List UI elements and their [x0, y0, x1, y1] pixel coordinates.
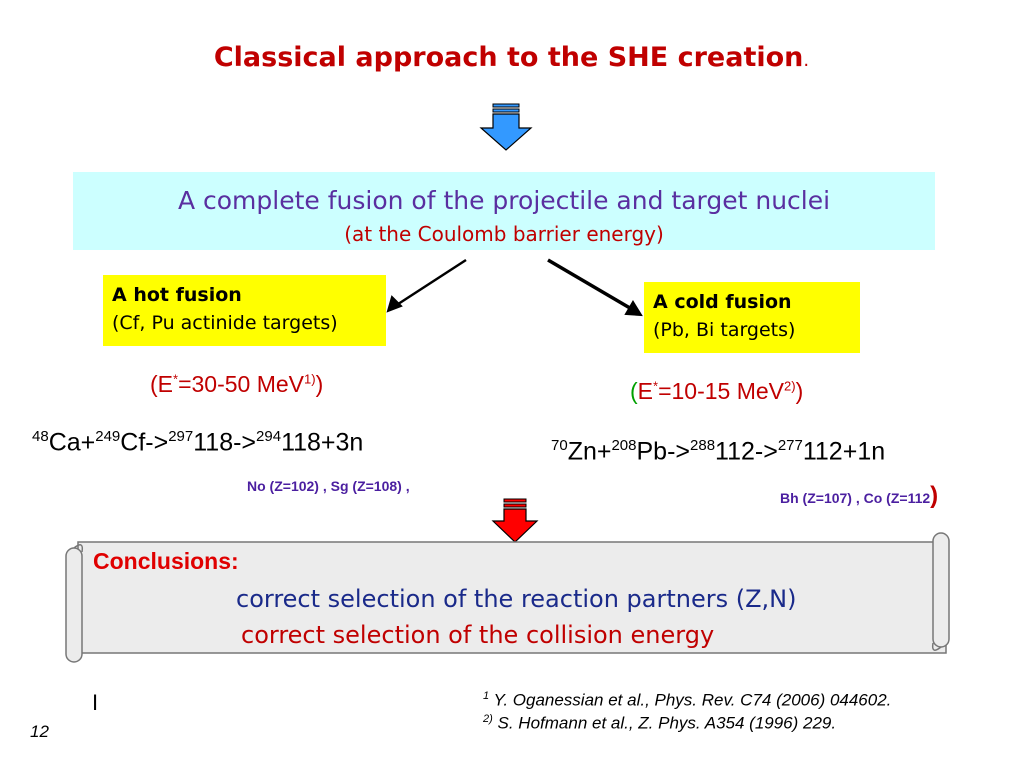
cold-fusion-title: A cold fusion — [653, 291, 792, 313]
conclusions-title: Conclusions: — [93, 548, 239, 574]
hot-fusion-reaction: 48Ca+249Cf->297118->294118+3n — [32, 428, 364, 457]
cold-fusion-note: Bh (Z=107) , Co (Z=112) — [780, 482, 939, 509]
hot-fusion-energy: (E*=30-50 MeV1)) — [150, 371, 324, 397]
cold-fusion-subtitle: (Pb, Bi targets) — [653, 319, 796, 341]
scroll-banner-icon — [65, 532, 950, 663]
hot-fusion-note: No (Z=102) , Sg (Z=108) , — [247, 478, 410, 494]
conclusion-line-partners: correct selection of the reaction partne… — [236, 585, 797, 613]
text-cursor-mark: I — [92, 690, 99, 715]
hot-fusion-title: A hot fusion — [112, 284, 242, 306]
slide-title: Classical approach to the SHE creation. — [213, 42, 810, 73]
left-diagonal-arrow-icon — [386, 258, 467, 313]
page-number: 12 — [30, 722, 49, 741]
hot-fusion-box: A hot fusion (Cf, Pu actinide targets) — [103, 275, 386, 346]
red-down-arrow-icon — [491, 498, 539, 543]
coulomb-barrier-text: (at the Coulomb barrier energy) — [344, 222, 664, 246]
complete-fusion-text: A complete fusion of the projectile and … — [177, 186, 831, 215]
cold-fusion-reaction: 70Zn+208Pb->288112->277112+1n — [551, 437, 886, 466]
cold-fusion-box: A cold fusion (Pb, Bi targets) — [644, 282, 860, 353]
reference-2: 2) S. Hofmann et al., Z. Phys. A354 (199… — [483, 713, 837, 733]
cold-fusion-energy: (E*=10-15 MeV2)) — [630, 378, 804, 404]
blue-down-arrow-icon — [479, 103, 533, 151]
reference-1: 1 Y. Oganessian et al., Phys. Rev. C74 (… — [483, 690, 892, 710]
hot-fusion-subtitle: (Cf, Pu actinide targets) — [112, 312, 338, 334]
complete-fusion-box: A complete fusion of the projectile and … — [73, 172, 935, 250]
right-diagonal-arrow-icon — [547, 258, 643, 317]
conclusion-line-energy: correct selection of the collision energ… — [241, 621, 715, 649]
